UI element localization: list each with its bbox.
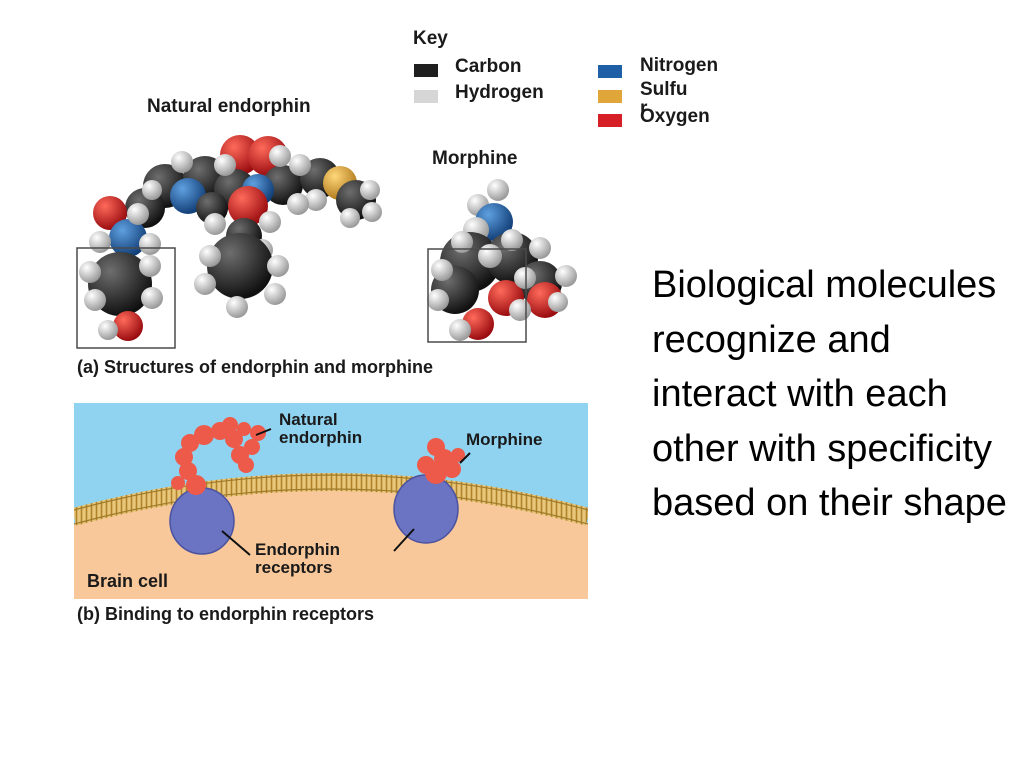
natural-endorphin-label-b-2: endorphin bbox=[279, 428, 362, 447]
binding-diagram: Natural endorphin Morphine Endorphin rec… bbox=[74, 403, 588, 599]
morphine-highlight-box bbox=[427, 248, 527, 343]
bound-morphine bbox=[417, 438, 465, 484]
receptors-label-2: receptors bbox=[255, 558, 332, 577]
endorphin-highlight-box bbox=[76, 247, 176, 349]
key-label-nitrogen: Nitrogen bbox=[640, 55, 719, 76]
oxygen-atom bbox=[113, 311, 143, 341]
receptors-label-1: Endorphin bbox=[255, 540, 340, 559]
morphine-label-b: Morphine bbox=[466, 430, 543, 449]
sulfur-swatch bbox=[598, 90, 622, 103]
natural-endorphin-label-b-1: Natural bbox=[279, 410, 338, 429]
key-label-sulfur: Sulfu r bbox=[640, 79, 688, 119]
key-label-carbon: Carbon bbox=[455, 56, 522, 77]
key-title: Key bbox=[413, 28, 448, 49]
carbon-swatch bbox=[414, 64, 438, 77]
caption-a: (a) Structures of endorphin and morphine bbox=[77, 357, 434, 377]
hydrogen-swatch bbox=[414, 90, 438, 103]
nitrogen-swatch bbox=[598, 65, 622, 78]
brain-cell-label: Brain cell bbox=[87, 571, 168, 591]
morphine-label: Morphine bbox=[432, 148, 518, 169]
bound-endorphin bbox=[171, 417, 266, 495]
endorphin-receptor-left bbox=[169, 487, 235, 555]
cell-membrane bbox=[74, 473, 588, 526]
oxygen-swatch bbox=[598, 114, 622, 127]
morphine-model bbox=[427, 179, 577, 341]
oxygen-atom bbox=[93, 196, 127, 230]
space-filling-models bbox=[76, 135, 577, 349]
natural-endorphin-label: Natural endorphin bbox=[147, 96, 311, 117]
key-label-hydrogen: Hydrogen bbox=[455, 82, 544, 103]
key-label-oxygen: Oxygen bbox=[640, 106, 710, 127]
caption-b: (b) Binding to endorphin receptors bbox=[77, 604, 374, 624]
carbon-ring bbox=[207, 233, 273, 299]
slide-body-text: Biological molecules recognize and inter… bbox=[652, 264, 1007, 524]
oxygen-atom bbox=[228, 186, 268, 226]
endorphin-receptor-right bbox=[393, 474, 459, 544]
endorphin-model bbox=[79, 135, 382, 341]
